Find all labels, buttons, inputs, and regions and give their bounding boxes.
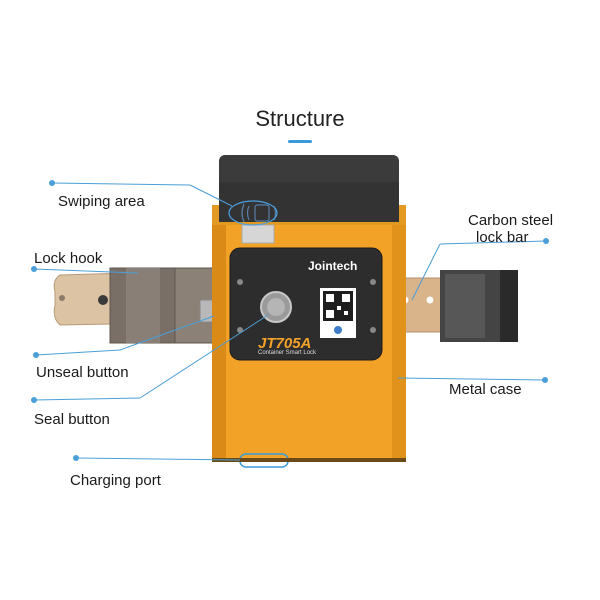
- lock-hook: [53, 267, 226, 344]
- brand-logo-text: Jointech: [308, 259, 358, 273]
- diagram-title: Structure: [255, 106, 345, 131]
- device-subtitle: Container Smart Lock: [258, 350, 317, 356]
- title-underline: [288, 140, 312, 143]
- label-swiping-area: Swiping area: [58, 193, 145, 210]
- model-name: JT705A: [258, 335, 312, 352]
- label-carbon-steel-line2: lock bar: [476, 229, 529, 246]
- label-charging-port: Charging port: [70, 472, 161, 489]
- main-body: [212, 155, 406, 468]
- label-metal-case: Metal case: [449, 381, 522, 398]
- leader-lines: [33, 182, 547, 461]
- leader-dots: [31, 180, 549, 461]
- label-unseal-button: Unseal button: [36, 364, 129, 381]
- label-lock-hook: Lock hook: [34, 250, 103, 267]
- carbon-steel-lock-bar: [389, 270, 518, 342]
- label-carbon-steel-line1: Carbon steel: [468, 212, 554, 229]
- label-seal-button: Seal button: [34, 411, 110, 428]
